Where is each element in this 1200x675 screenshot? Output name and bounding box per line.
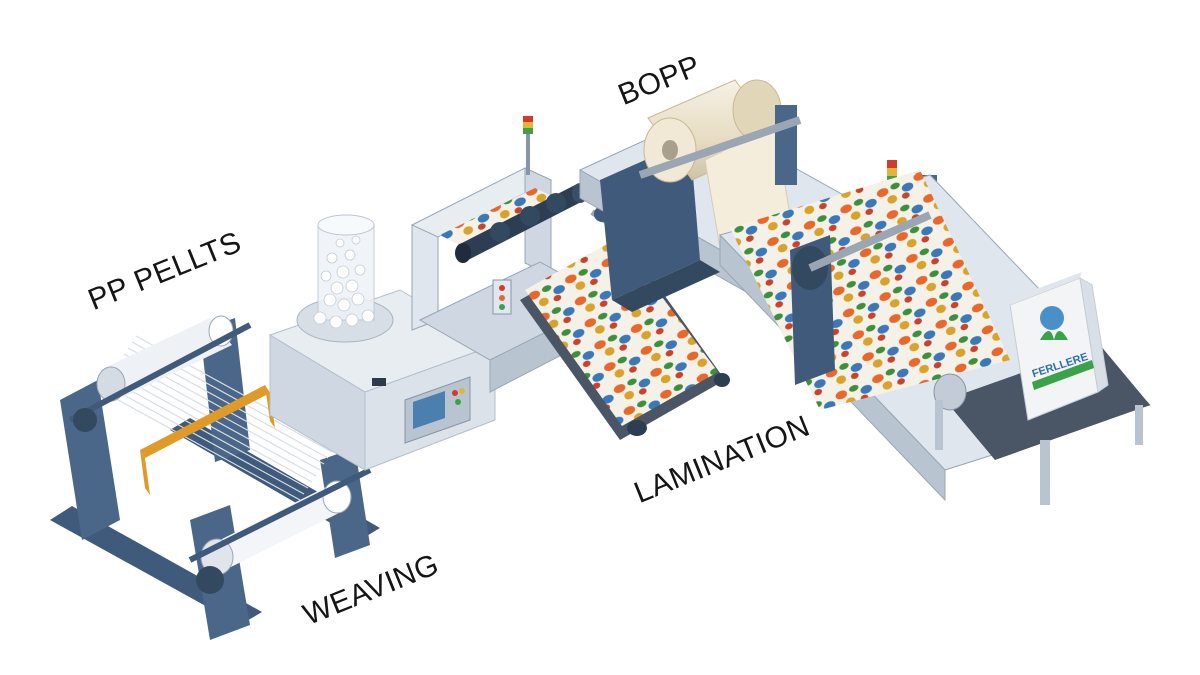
weaving-machine [50,315,380,640]
hopper-cylinder-top [317,214,375,236]
finished-bag: FERLLERE [1009,272,1109,421]
weaving-gear [196,566,224,594]
printer-button-green [499,304,505,310]
extruder-screen [413,391,445,429]
printer-button-red [499,285,505,291]
pp-pellets [313,235,375,329]
signal-light-green [523,128,533,134]
signal-tower-pole [526,130,530,175]
bopp-post-left [775,105,797,185]
bopp-signal-red [887,160,897,168]
lamination-end-roller-2 [714,373,730,387]
printer-button-orange [499,295,505,301]
weaving-shaft-2 [188,467,372,563]
bopp-housing-side [612,260,720,312]
conveyor-leg-1 [935,400,943,450]
lamination-end-roller [627,420,647,436]
signal-light-red [523,116,533,122]
conveyor-leg-3 [1135,405,1143,445]
signal-light-yellow [523,122,533,128]
bag-top [1010,272,1082,305]
extruder-button-yellow [459,388,465,394]
extruder-button-red [452,390,458,396]
bag-logo-circle [1040,306,1064,330]
extruder-button-green [455,399,461,405]
bag-green-stripe [1032,360,1094,390]
extruder-switch [372,378,386,386]
lamination-printed-film [525,238,718,426]
conveyor-shaft [808,211,932,272]
bopp-shaft [638,116,802,179]
bopp-signal-yellow [887,168,897,176]
conveyor-leg-2 [1040,440,1050,505]
weaving-shaft [68,322,252,423]
printed-web-top [440,188,560,248]
bag-leaf-icon [1040,331,1068,340]
lamination-conveyor [520,206,730,440]
weaving-gear-2 [73,408,97,432]
bag-side [1079,277,1109,393]
